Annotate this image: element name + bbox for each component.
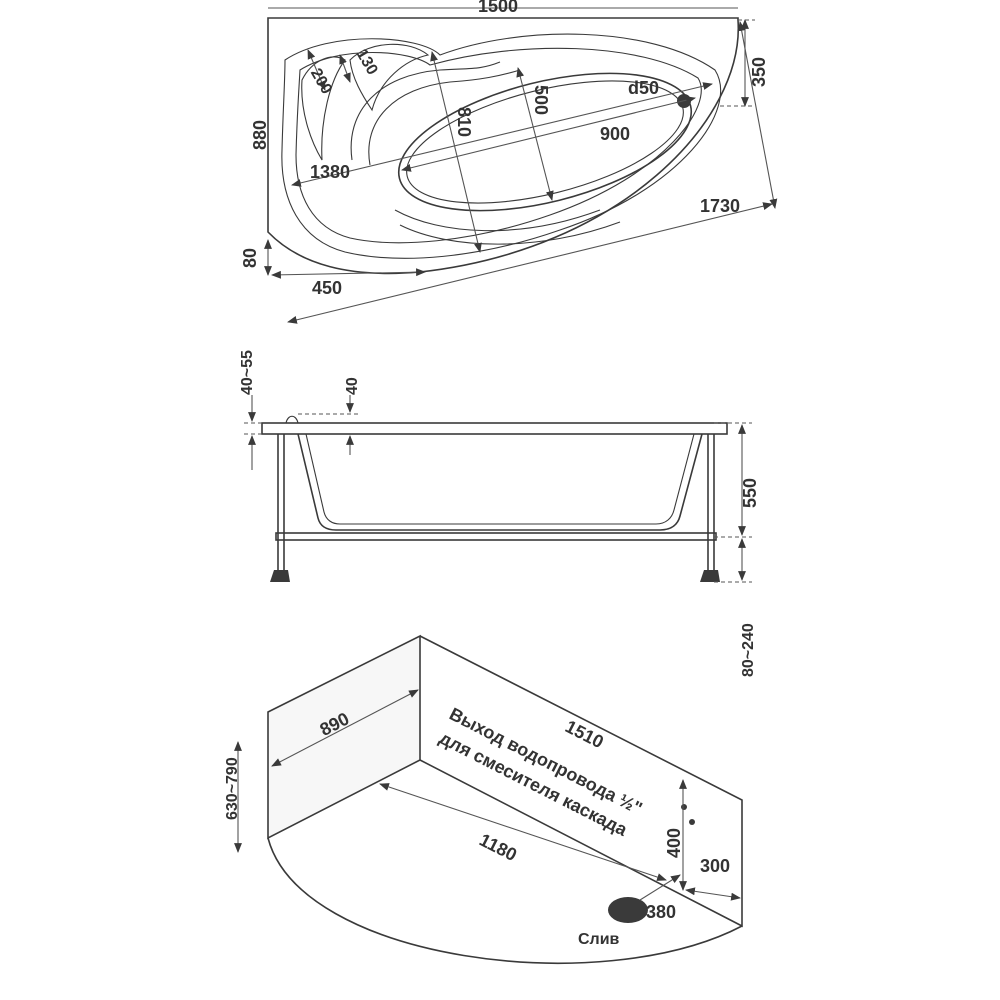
overflow-lip: [285, 415, 299, 424]
rim: [261, 422, 728, 435]
dim-350: 350: [749, 57, 769, 87]
dim-1380: 1380: [310, 162, 350, 182]
dim-80-top: 80: [240, 248, 260, 268]
side-view: 40~55 40 550 80~240: [239, 350, 760, 677]
frame-bar: [275, 532, 717, 541]
panel-floor-curve: [267, 837, 743, 964]
dim-450: 450: [312, 278, 342, 298]
drain-outlet: [608, 897, 648, 923]
dim-400: 400: [664, 828, 684, 858]
pipe-point-2: [689, 819, 695, 825]
dim-630-790: 630~790: [224, 757, 241, 820]
dim-1730: 1730: [700, 196, 740, 216]
dim-500: 500: [531, 85, 551, 115]
dim-1510: 1510: [562, 716, 607, 752]
dim-880: 880: [250, 120, 270, 150]
pipe-point: [681, 804, 687, 810]
dim-40-55: 40~55: [239, 350, 256, 395]
tub-body-inner: [305, 433, 695, 525]
dim-380: 380: [646, 902, 676, 922]
dim-40: 40: [344, 377, 361, 395]
drain-label: Слив: [578, 931, 620, 948]
dim-810: 810: [454, 107, 474, 137]
basin: [397, 72, 693, 212]
dim-200: 200: [307, 66, 335, 98]
dim-300: 300: [700, 856, 730, 876]
tub-body: [297, 433, 703, 531]
lower-contour: [394, 209, 601, 232]
panel-view: 890 1510 630~790 1180 Выход водопровода …: [224, 634, 743, 964]
rim-inner: [281, 33, 721, 259]
seat-contour: [350, 61, 501, 161]
dim-80-240: 80~240: [740, 623, 757, 677]
foot-right: [700, 570, 720, 582]
dim-d50: d50: [628, 78, 659, 98]
foot-left: [270, 570, 290, 582]
dim-1500: 1500: [478, 0, 518, 16]
dim-900: 900: [600, 124, 630, 144]
top-view: 1500 880 350 1730 1380 810 500 900 d50 1…: [240, 0, 778, 324]
dim-130: 130: [353, 46, 381, 78]
dim-1180: 1180: [476, 830, 520, 866]
dim-550: 550: [740, 478, 760, 508]
panel-side-face: [268, 636, 420, 838]
